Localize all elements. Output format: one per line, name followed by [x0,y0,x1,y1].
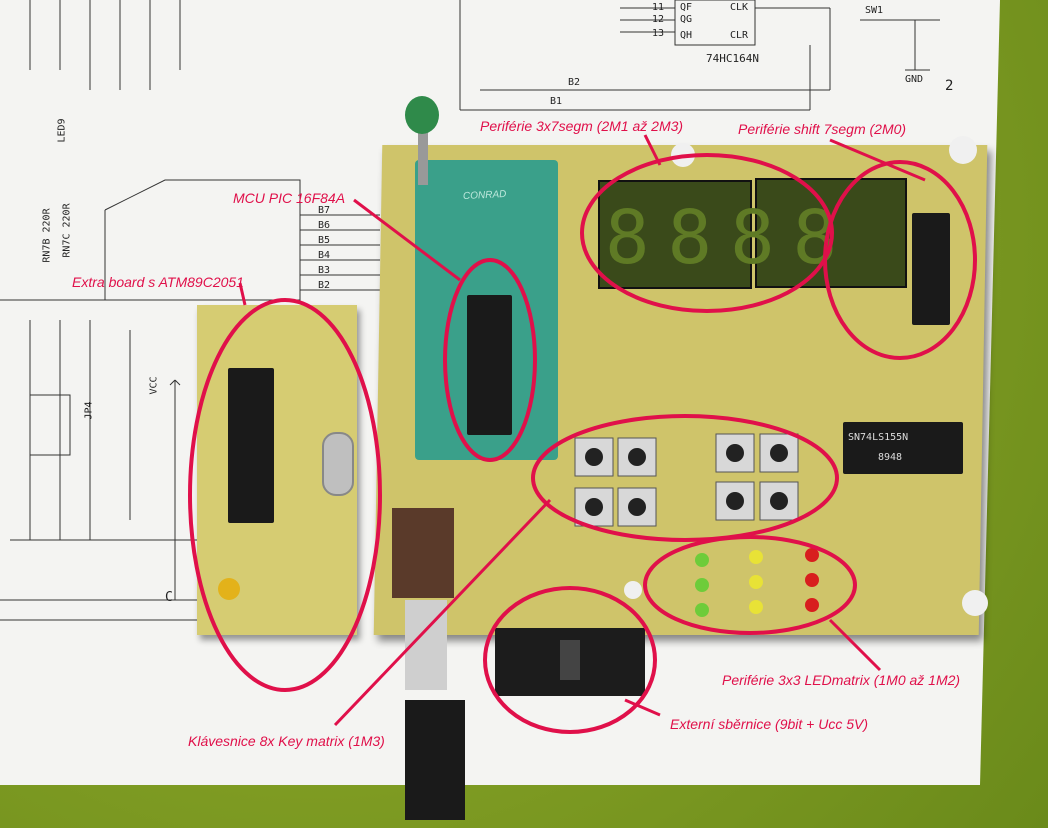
display-pointer [643,134,662,166]
mcu-pointer [353,198,461,282]
label-extra-board: Extra board s ATM89C2051 [72,274,244,290]
extra-pointer [238,282,247,306]
bus-b6: B6 [318,220,331,231]
bus-b7: B7 [318,205,331,216]
shift-pointer [829,138,926,182]
bus-pointer [624,698,661,717]
extra-board-ellipse [188,298,382,692]
display-digits: 8888 [605,195,856,281]
b2-label: B2 [568,77,581,88]
ledmatrix-pointer [828,618,882,672]
label-klavesnice: Klávesnice 8x Key matrix (1M3) [188,733,385,749]
keypad-pointer [333,498,552,727]
clk-label: CLK [730,2,749,13]
mcu-chip [467,295,512,435]
bus-b4: B4 [318,250,331,261]
label-periferie-shift: Periférie shift 7segm (2M0) [738,121,907,137]
display-ellipse [580,153,834,313]
bus-b5: B5 [318,235,331,246]
label-periferie-7segm: Periférie 3x7segm (2M1 až 2M3) [480,118,684,134]
green-capacitor [405,96,439,134]
b1-label: B1 [550,96,563,107]
mcu-ellipse [443,258,537,462]
bus-b3: B3 [318,265,331,276]
keypad-ellipse [531,414,839,542]
crystal [322,432,354,496]
num-2: 2 [945,78,954,94]
clr-label: CLR [730,30,749,41]
qg-label: QG [680,14,693,25]
shift-ellipse [823,160,977,360]
chip-label: 74HC164N [706,52,759,65]
pin-11: 11 [652,2,665,13]
label-mcu: MCU PIC 16F84A [233,190,346,206]
key-button[interactable] [574,437,614,477]
display-block-1 [598,180,752,289]
label-ledmatrix: Periférie 3x3 LEDmatrix (1M0 až 1M2) [722,672,961,688]
yellow-capacitor [218,578,240,600]
bus-b2: B2 [318,280,331,291]
label-externi: Externí sběrnice (9bit + Ucc 5V) [670,716,869,732]
qh-label: QH [680,30,693,41]
logic-chip-code: 8948 [878,452,903,463]
logic-chip [843,422,963,474]
extra-board-chip [228,368,274,523]
pin-13: 13 [652,28,665,39]
c-label: C [165,590,173,605]
key-button[interactable] [574,487,614,527]
gnd-label: GND [905,74,924,85]
bus-ellipse [483,586,657,734]
qf-label: QF [680,2,693,13]
socket-lever [418,100,428,185]
logic-chip-label: SN74LS155N [848,432,909,443]
ledmatrix-ellipse [643,535,857,635]
shift-chip [912,213,950,325]
sw-label: SW1 [865,5,884,16]
pin-12: 12 [652,14,665,25]
